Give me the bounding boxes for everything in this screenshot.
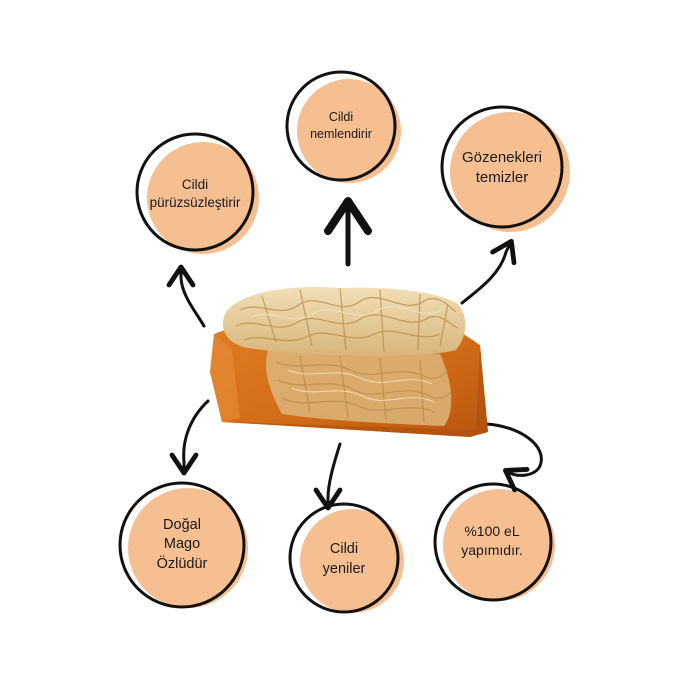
circle-mango — [118, 481, 248, 609]
label-handmade-line2: yapımıdır. — [461, 542, 523, 558]
label-mango-line2: Mago — [163, 536, 201, 553]
label-moisturize: Cildi nemlendirir — [290, 100, 392, 152]
circle-handmade — [433, 482, 555, 602]
label-renew: Cildi yeniler — [294, 532, 394, 588]
label-pores: Gözenekleri temizler — [446, 138, 558, 198]
arrow-to-pores — [460, 238, 517, 305]
circle-renew — [288, 502, 404, 614]
label-mango-line3: Özlüdür — [156, 555, 208, 572]
loofah-soap-image — [210, 287, 488, 437]
arrow-to-handmade — [484, 422, 543, 493]
label-smooth-line1: Cildi — [181, 176, 209, 192]
arrow-to-smooth — [166, 264, 206, 328]
circle-moisturize — [285, 70, 401, 183]
label-handmade: %100 eL yapımıdır. — [440, 512, 544, 570]
label-mango: Doğal Mago Özlüdür — [128, 505, 236, 585]
circle-smooth — [135, 132, 259, 254]
label-moisturize-line2: nemlendirir — [310, 127, 372, 141]
arrow-to-mango — [169, 399, 210, 476]
label-mango-line1: Doğal — [163, 516, 201, 533]
label-smooth-line2: pürüzsüzleştirir — [149, 195, 241, 210]
label-smooth: Cildi pürüzsüzleştirir — [141, 164, 249, 224]
label-moisturize-line1: Cildi — [328, 110, 354, 125]
label-pores-line2: temizler — [475, 169, 529, 186]
label-renew-line2: yeniler — [322, 561, 366, 577]
label-renew-line1: Cildi — [329, 541, 359, 558]
label-pores-line1: Gözenekleri — [461, 148, 543, 166]
circle-pores — [440, 105, 570, 232]
arrow-to-renew — [313, 442, 343, 511]
label-handmade-line1: %100 eL — [464, 523, 520, 540]
